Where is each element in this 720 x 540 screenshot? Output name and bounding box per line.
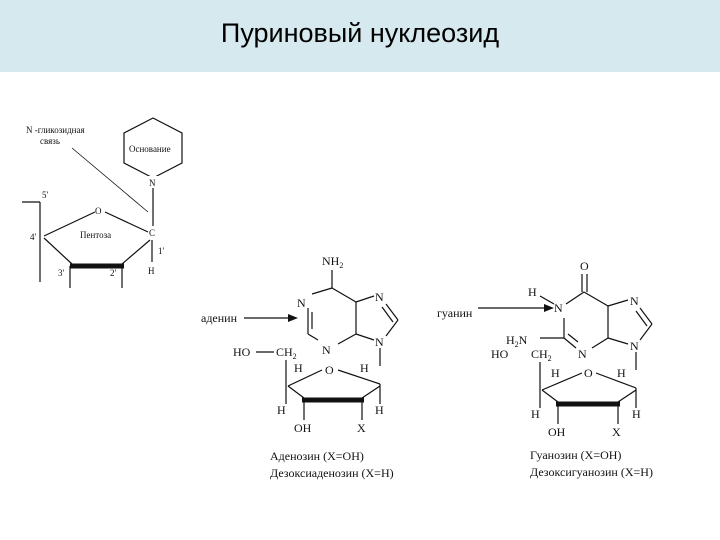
adenosine-oh: OH	[294, 421, 312, 435]
adenosine-ho: HO	[233, 345, 251, 359]
ring5-bond-3	[385, 319, 399, 337]
pos3-label: 3'	[58, 268, 65, 278]
c1-h-atom: H	[148, 266, 155, 276]
g-ring5-bond-2	[639, 307, 653, 325]
bond-pointer-line	[71, 147, 149, 213]
guanine-o: O	[580, 259, 589, 273]
guanosine-structure: гуанин O H N N H2N N N HO CH2	[437, 259, 653, 479]
guanosine-h3: H	[531, 407, 540, 421]
g-ring6-bond-6	[565, 291, 585, 305]
guanosine-ho: HO	[491, 347, 509, 361]
g-ring6-bond-3	[591, 337, 609, 349]
ring5-bond-4	[355, 333, 375, 341]
sugar-c4-o	[287, 369, 323, 387]
g-ring5-bond-3	[639, 323, 653, 341]
guanine-n3: N	[578, 347, 587, 361]
guanine-n9: N	[630, 339, 639, 353]
sugar-c4-c3	[287, 385, 305, 399]
guanosine-caption-1: Гуанозин (X=OH)	[530, 448, 621, 462]
base-n-bg	[147, 176, 159, 187]
generic-nucleoside: N -гликозидная связь Основание N O C Пен…	[22, 117, 183, 288]
slide-title: Пуриновый нуклеозид	[220, 18, 500, 48]
adenosine-structure: аденин NH2 N N N N HO CH2 O H H	[201, 254, 399, 480]
pos1-label: 1'	[158, 246, 165, 256]
adenine-nh2: NH2	[322, 254, 343, 270]
ring5-bond-1	[355, 295, 375, 303]
adenine-n7: N	[375, 290, 384, 304]
ring6-bond-4	[307, 333, 319, 341]
base-n-atom: N	[149, 178, 156, 188]
guanosine-h4: H	[551, 366, 560, 380]
adenosine-h3: H	[277, 403, 286, 417]
g-ring6-double	[567, 333, 579, 343]
adenosine-ring-o: O	[325, 363, 334, 377]
g-ring6-bond-4	[563, 337, 577, 349]
ring6-bond-6	[311, 287, 333, 295]
ring5-bond-2	[385, 303, 399, 321]
g-sugar-c1-c2	[617, 389, 637, 403]
sugar-o-c1	[337, 369, 381, 385]
adenosine-h2: H	[375, 403, 384, 417]
guanosine-caption-2: Дезоксигуанозин (X=H)	[530, 465, 653, 479]
sugar-o-atom: O	[95, 206, 102, 216]
adenosine-h4: H	[294, 361, 303, 375]
sugar-c1-c2	[361, 385, 381, 399]
guanine-h2n: H2N	[506, 333, 528, 349]
pentose-label: Пентоза	[80, 230, 111, 240]
g-sugar-o-c1	[595, 372, 637, 389]
adenosine-x: X	[357, 421, 366, 435]
g-sugar-c4-o	[541, 372, 583, 391]
sugar-bond-c4-c3	[43, 237, 73, 265]
guanine-n1: N	[554, 301, 563, 315]
g-ring5-bond-4	[607, 337, 629, 345]
g-sugar-c4-c3	[541, 389, 559, 403]
pos5-label: 5'	[42, 190, 49, 200]
ring5-double	[381, 306, 394, 323]
guanine-h: H	[528, 285, 537, 299]
glycosidic-bond-label: N -гликозидная	[26, 125, 85, 135]
guanosine-oh: OH	[548, 425, 566, 439]
guanosine-ring-o: O	[584, 366, 593, 380]
adenine-pointer-label: аденин	[201, 311, 238, 325]
adenosine-h1: H	[360, 361, 369, 375]
adenosine-caption-1: Аденозин (X=OH)	[270, 449, 364, 463]
sugar-c1-atom: C	[149, 228, 155, 238]
guanine-arrow-head	[544, 304, 554, 312]
guanine-n7: N	[630, 294, 639, 308]
g-ring5-double	[635, 310, 648, 327]
ring6-bond-3	[337, 333, 357, 345]
adenine-n3: N	[322, 343, 331, 357]
glycosidic-bond-label-2: связь	[40, 136, 60, 146]
adenine-arrow-head	[288, 314, 298, 322]
slide-header	[0, 0, 720, 72]
guanine-nh-bond	[539, 295, 555, 305]
guanosine-h2: H	[632, 407, 641, 421]
guanosine-x: X	[612, 425, 621, 439]
guanine-pointer-label: гуанин	[437, 306, 473, 320]
adenine-n9: N	[375, 335, 384, 349]
pos2-label: 2'	[110, 268, 117, 278]
adenosine-ch2: CH2	[276, 345, 297, 361]
base-label: Основание	[129, 144, 171, 154]
sugar-bond-o-c1	[104, 211, 149, 233]
guanosine-h1: H	[617, 366, 626, 380]
guanosine-ch2: CH2	[531, 347, 552, 363]
g-ring5-bond-1	[607, 299, 629, 307]
ring6-bond-1	[331, 287, 357, 303]
sugar-bond-c1-c2	[121, 239, 151, 265]
g-ring6-bond-1	[583, 291, 609, 307]
pos4-label: 4'	[30, 232, 37, 242]
adenine-n1: N	[297, 296, 306, 310]
adenosine-caption-2: Дезоксиаденозин (X=H)	[270, 466, 394, 480]
sugar-bond-c4-o	[43, 211, 96, 237]
